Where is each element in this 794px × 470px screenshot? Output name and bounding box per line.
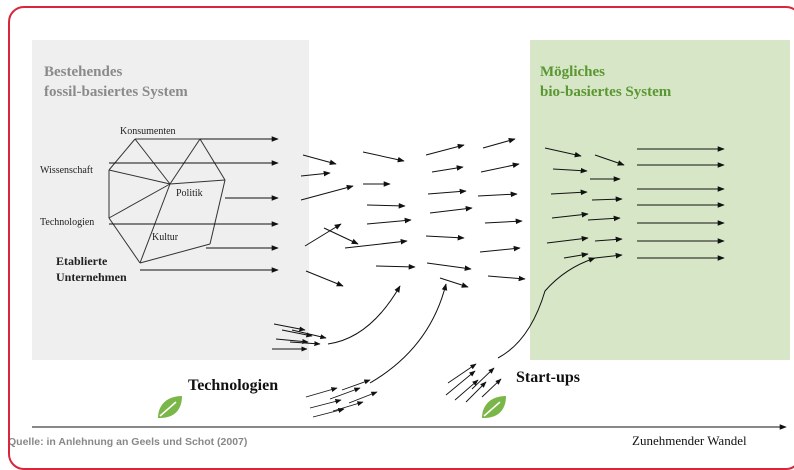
label-unternehmen: Unternehmen	[56, 270, 127, 284]
label-wissenschaft: Wissenschaft	[40, 165, 93, 176]
bio-title-line1: Mögliches	[540, 64, 605, 80]
regime-labels: Konsumenten Wissenschaft Politik Technol…	[40, 126, 203, 284]
niche-arrows-bottom	[305, 379, 378, 418]
regime-network	[108, 138, 226, 264]
regime-arrows	[109, 136, 279, 273]
label-etablierte: Etablierte	[56, 254, 108, 268]
transition-arrows	[300, 138, 625, 288]
label-politik: Politik	[176, 188, 203, 199]
bio-regime-arrows	[637, 146, 725, 261]
label-konsumenten: Konsumenten	[120, 126, 176, 137]
bio-system-panel	[530, 40, 790, 360]
transition-diagram: Bestehendes fossil-basiertes System Mögl…	[10, 40, 790, 448]
label-technologien: Technologien	[40, 217, 94, 228]
niche-label-startups: Start-ups	[516, 369, 580, 386]
fossil-title-line2: fossil-basiertes System	[44, 84, 188, 100]
source-note: Quelle: in Anlehnung an Geels und Schot …	[10, 436, 247, 448]
axis-label: Zunehmender Wandel	[632, 433, 747, 448]
bio-title-line2: bio-basiertes System	[540, 84, 672, 100]
label-kultur: Kultur	[152, 232, 179, 243]
niche-curves	[327, 257, 596, 384]
fossil-title-line1: Bestehendes	[44, 64, 122, 80]
fossil-system-panel	[32, 40, 309, 360]
niche-label-technologien: Technologien	[188, 377, 278, 394]
figure-frame: Bestehendes fossil-basiertes System Mögl…	[8, 6, 794, 470]
leaf-icon	[482, 396, 506, 418]
niche-arrows-startups	[445, 363, 502, 403]
niche-arrows-left	[272, 323, 327, 352]
leaf-icon	[158, 396, 182, 418]
